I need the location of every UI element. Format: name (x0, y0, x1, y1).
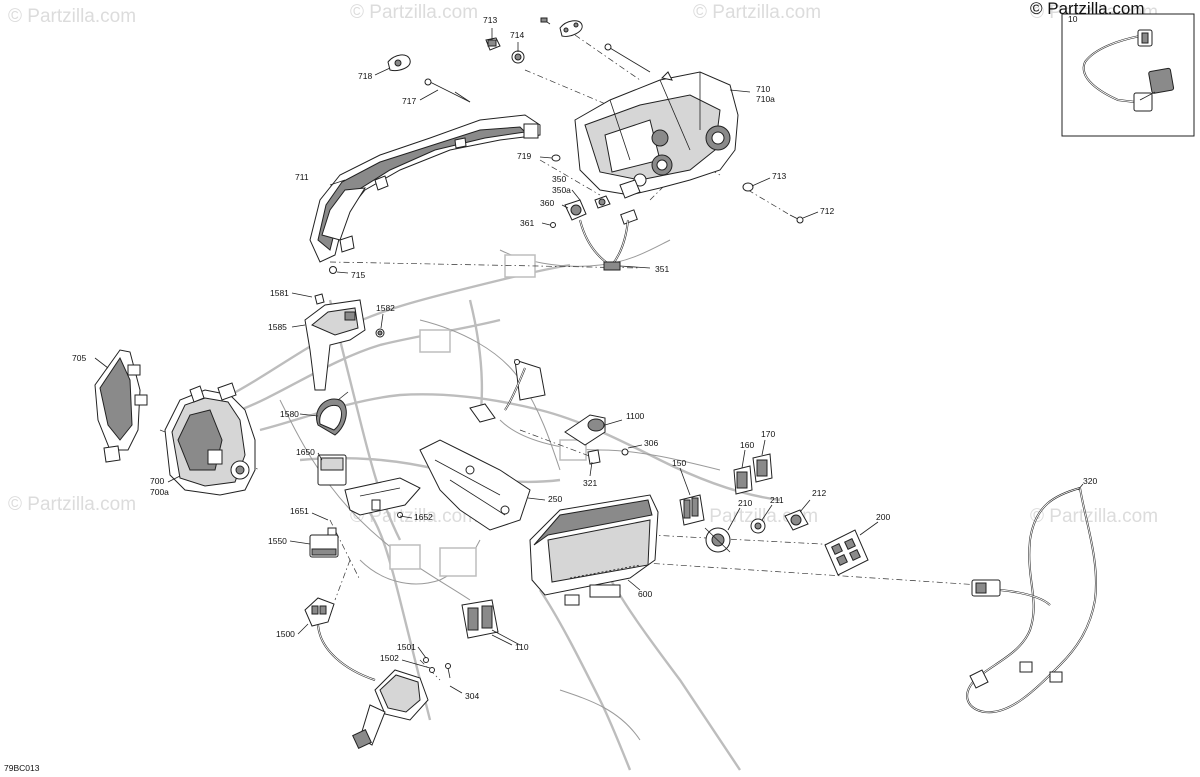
callout-10: 10 (1068, 14, 1078, 24)
callout-713: 713 (483, 15, 497, 25)
callout-150: 150 (672, 458, 686, 468)
watermark: © Partzilla.com (350, 2, 478, 23)
callout-200: 200 (876, 512, 890, 522)
callout-717: 717 (402, 96, 416, 106)
watermark: © Partzilla.com (350, 506, 478, 527)
callout-160: 160 (740, 440, 754, 450)
switches-150-160-170 (679, 453, 773, 526)
callout-110: 110 (515, 642, 529, 652)
callout-705: 705 (72, 353, 86, 363)
callout-712: 712 (820, 206, 834, 216)
callout-304: 304 (465, 691, 479, 701)
callout-715: 715 (351, 270, 365, 280)
callout-306: 306 (644, 438, 658, 448)
callout-710a: 710a (756, 94, 775, 104)
callout-600: 600 (638, 589, 652, 599)
callout-360: 360 (540, 198, 554, 208)
callout-1100: 1100 (626, 411, 645, 421)
callout-1501: 1501 (397, 642, 416, 652)
callout-714: 714 (510, 30, 524, 40)
callout-710: 710 (756, 84, 770, 94)
harness-320 (966, 487, 1097, 714)
callout-1651: 1651 (290, 506, 309, 516)
callout-210: 210 (738, 498, 752, 508)
callout-350a: 350a (552, 185, 571, 195)
keypad-200 (824, 529, 869, 576)
callout-350: 350 (552, 174, 566, 184)
callout-1580: 1580 (280, 409, 299, 419)
switch-1500 (304, 597, 451, 749)
headlight-assembly-right (574, 71, 739, 196)
bracket-1585-horn-1580 (304, 293, 385, 436)
leader-lines (94, 28, 1084, 694)
callout-700a: 700a (150, 487, 169, 497)
diagram-code: 79BC013 (4, 763, 40, 773)
callout-1652: 1652 (414, 512, 433, 522)
callout-211: 211 (770, 495, 784, 505)
inset-box: © Partzilla.com 10 (1030, 0, 1195, 137)
callout-713: 713 (772, 171, 786, 181)
callout-250: 250 (548, 494, 562, 504)
callout-1582: 1582 (376, 303, 395, 313)
callout-170: 170 (761, 429, 775, 439)
callout-351: 351 (655, 264, 669, 274)
trim-bracket-711 (309, 114, 541, 274)
callout-718: 718 (358, 71, 372, 81)
callout-1581: 1581 (270, 288, 289, 298)
callout-700: 700 (150, 476, 164, 486)
switch-block-110 (461, 599, 521, 646)
callout-labels: 713 714 718 717 710 710a 711 719 713 712… (72, 15, 1097, 701)
headlight-assembly-left (94, 349, 256, 496)
watermark: © Partzilla.com (1030, 506, 1158, 527)
callout-1585: 1585 (268, 322, 287, 332)
callout-1500: 1500 (276, 629, 295, 639)
watermark: © Partzilla.com (693, 2, 821, 23)
watermark: © Partzilla.com (8, 6, 136, 27)
callout-719: 719 (517, 151, 531, 161)
callout-321: 321 (583, 478, 597, 488)
watermark: © Partzilla.com (8, 494, 136, 515)
callout-1502: 1502 (380, 653, 399, 663)
callout-1550: 1550 (268, 536, 287, 546)
callout-320: 320 (1083, 476, 1097, 486)
fasteners-top (387, 17, 804, 224)
callout-361: 361 (520, 218, 534, 228)
mount-bracket-250 (419, 403, 531, 531)
watermark: © Partzilla.com (690, 506, 818, 527)
lamp-sockets (550, 179, 641, 271)
callout-1650: 1650 (296, 447, 315, 457)
instrument-cluster-600 (529, 494, 659, 606)
callout-212: 212 (812, 488, 826, 498)
knobs-210-211-212 (704, 509, 809, 553)
socket-1100 (504, 359, 629, 465)
corner-watermark: © Partzilla.com (1030, 0, 1145, 18)
callout-711: 711 (295, 172, 309, 182)
